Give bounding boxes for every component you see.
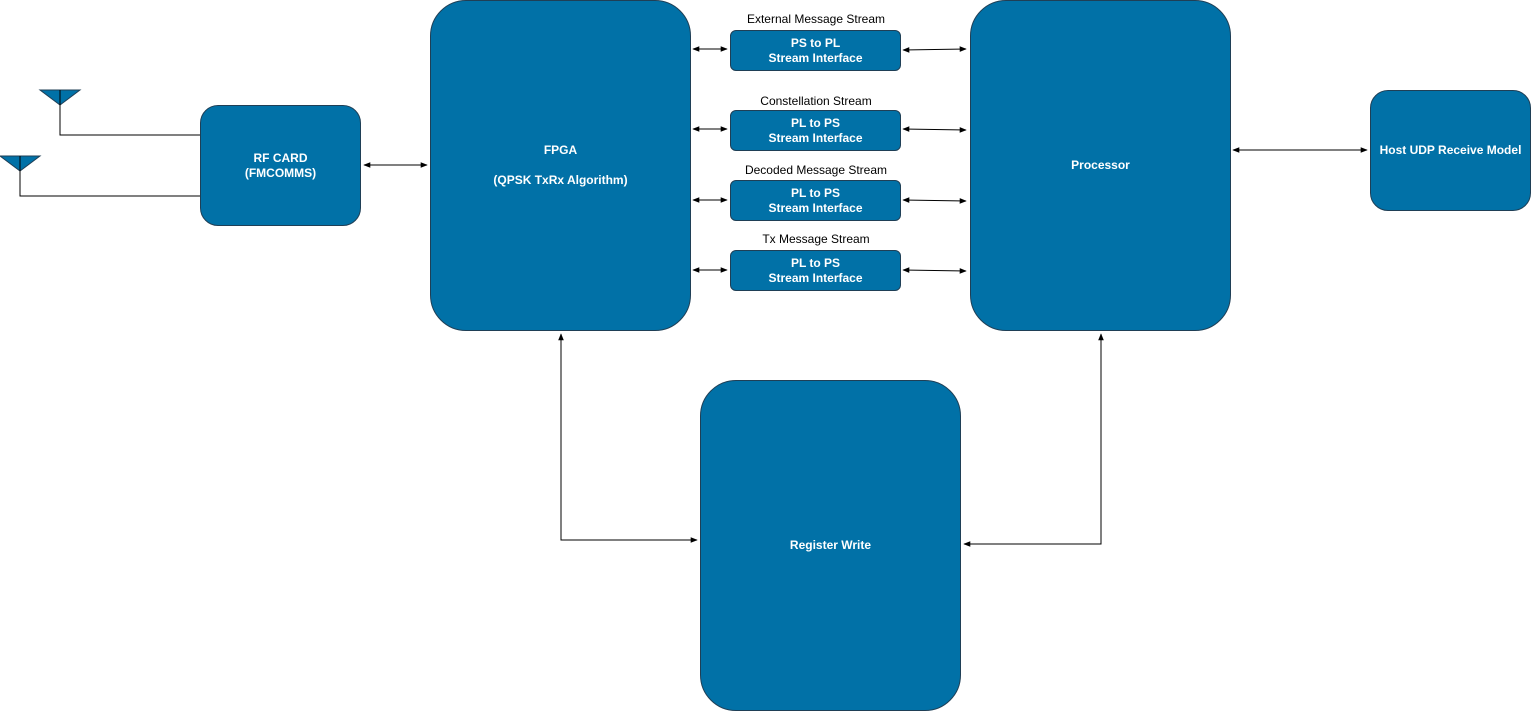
stream-title: External Message Stream [746, 12, 886, 26]
stream-title: Constellation Stream [760, 94, 872, 108]
stream-title: Decoded Message Stream [744, 163, 888, 177]
antenna-feed-line [19, 171, 200, 197]
stream-interface-label: Stream Interface [768, 200, 863, 215]
stream-interface-box[interactable]: PS to PL Stream Interface [730, 30, 901, 71]
stream-processor-link [902, 197, 967, 204]
stream-processor-link [902, 126, 967, 133]
host-udp-label: Host UDP Receive Model [1379, 143, 1522, 157]
stream-direction: PL to PS [790, 115, 841, 130]
antenna-icon [0, 155, 42, 172]
fpga-subtitle: (QPSK TxRx Algorithm) [493, 173, 628, 187]
register-write-label: Register Write [789, 538, 872, 552]
stream-processor-link [902, 267, 967, 274]
processor-label: Processor [1071, 158, 1130, 172]
stream-interface-box[interactable]: PL to PS Stream Interface [730, 110, 901, 151]
stream-title: Tx Message Stream [762, 232, 870, 246]
antenna-icon [38, 89, 82, 106]
register-write-block[interactable]: Register Write [700, 380, 961, 711]
stream-direction: PL to PS [790, 185, 841, 200]
rf-card-block[interactable]: RF CARD (FMCOMMS) [200, 105, 361, 226]
fpga-block[interactable]: FPGA (QPSK TxRx Algorithm) [430, 0, 691, 331]
stream-interface-label: Stream Interface [768, 270, 863, 285]
rf-card-subtitle: (FMCOMMS) [244, 165, 317, 180]
processor-block[interactable]: Processor [970, 0, 1231, 331]
fpga-register-link [558, 333, 698, 543]
host-udp-block[interactable]: Host UDP Receive Model [1370, 90, 1531, 211]
antenna-feed-line [59, 105, 200, 136]
stream-processor-link [902, 46, 967, 53]
stream-direction: PL to PS [790, 255, 841, 270]
stream-interface-box[interactable]: PL to PS Stream Interface [730, 180, 901, 221]
rf-card-title: RF CARD [253, 150, 308, 165]
stream-direction: PS to PL [790, 35, 841, 50]
stream-interface-label: Stream Interface [768, 130, 863, 145]
stream-interface-label: Stream Interface [768, 50, 863, 65]
processor-register-link [963, 333, 1104, 547]
stream-interface-box[interactable]: PL to PS Stream Interface [730, 250, 901, 291]
fpga-title: FPGA [543, 143, 578, 157]
